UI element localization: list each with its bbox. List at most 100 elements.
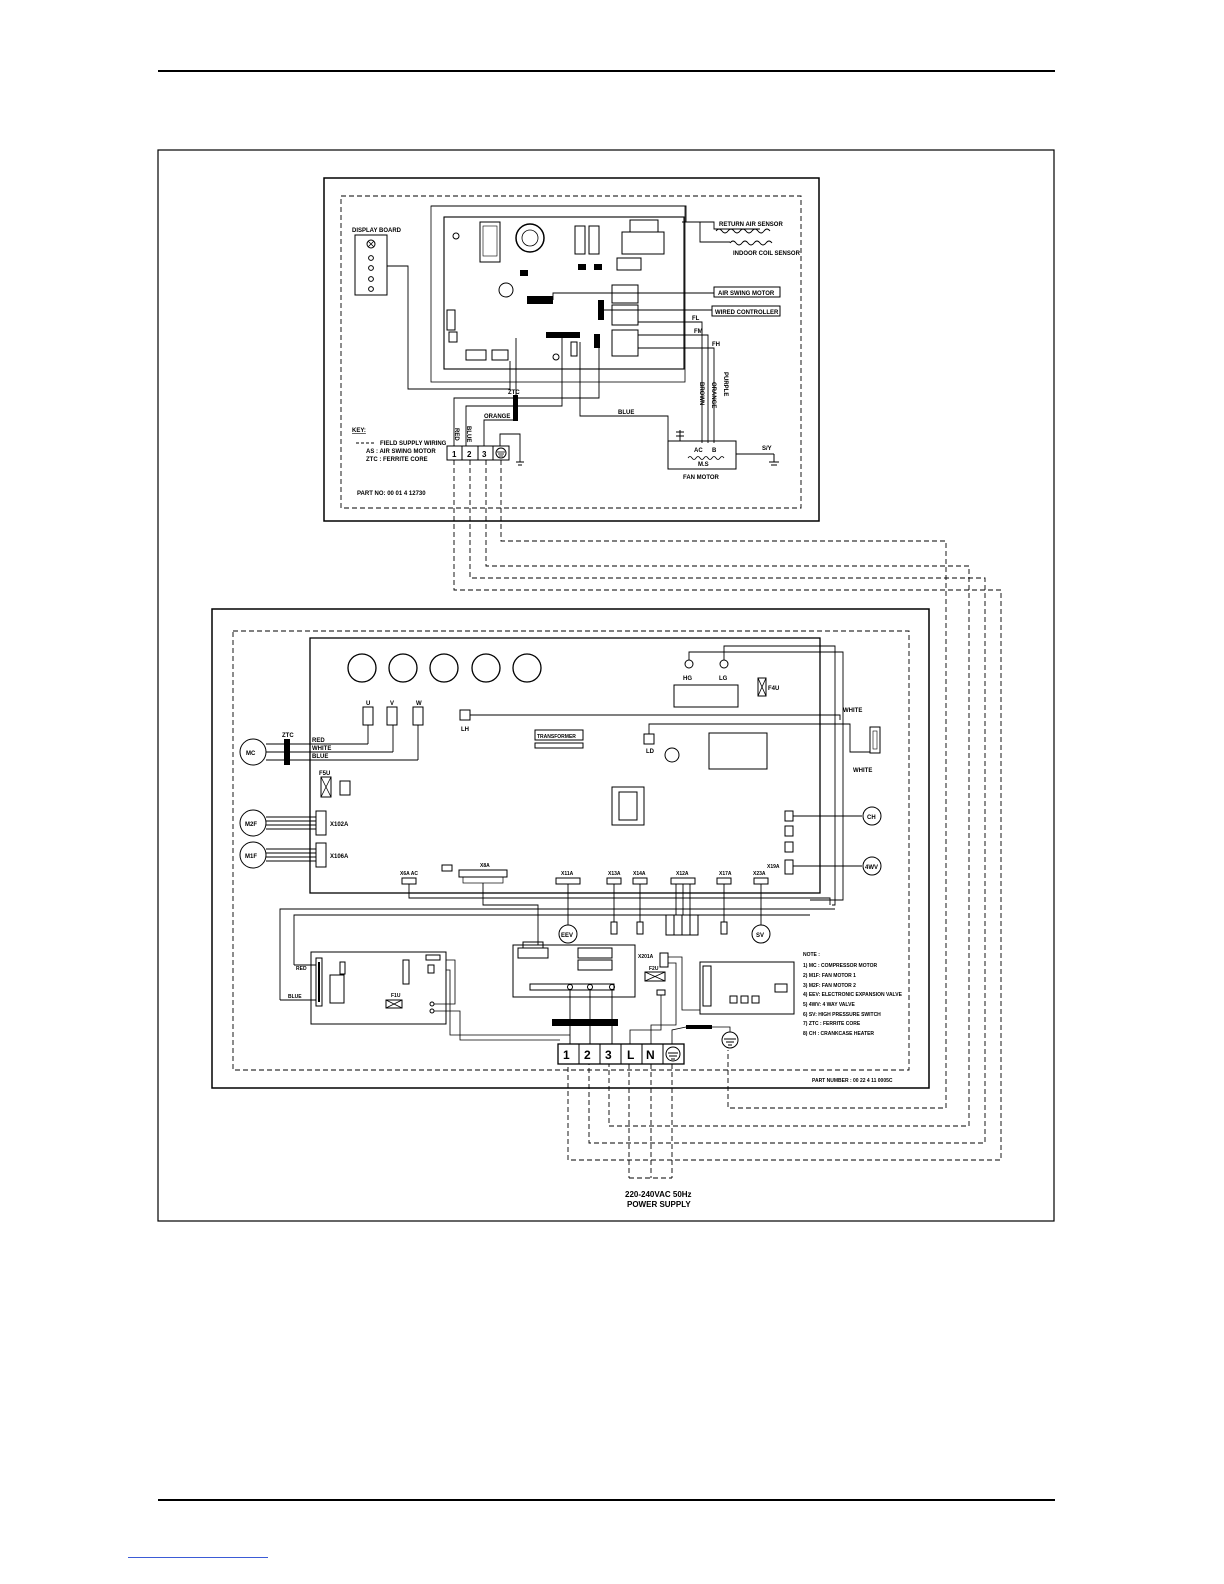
return-air-sensor-coil — [715, 228, 771, 234]
note-8: 8) CH : CRANKCASE HEATER — [803, 1031, 874, 1037]
ch-label: CH — [867, 815, 876, 821]
u-label: U — [366, 701, 370, 707]
w-label: W — [416, 701, 422, 707]
filter-board — [310, 951, 447, 1025]
fan-fl-label: FL — [692, 316, 700, 322]
key-air-swing: AS : AIR SWING MOTOR — [366, 449, 436, 455]
note-5: 5) 4WV: 4 WAY VALVE — [803, 1002, 855, 1008]
wire-red-mc-label: RED — [312, 738, 325, 744]
f5u-label: F5U — [319, 771, 330, 777]
x13a-label: X13A — [608, 871, 621, 877]
inverter-board — [309, 637, 821, 894]
outdoor-ground-icon — [721, 1031, 739, 1049]
x14a-label: X14A — [633, 871, 646, 877]
wire-purple-label: PURPLE — [722, 372, 728, 396]
bulk-capacitor-3 — [429, 653, 459, 683]
outdoor-part-no: PART NUMBER : 00 22 4 11 0005C — [812, 1078, 893, 1084]
v-label: V — [390, 701, 394, 707]
fan-b-label: B — [712, 448, 717, 454]
outdoor-terminal-n: N — [646, 1048, 655, 1062]
bulk-capacitor-1 — [347, 653, 377, 683]
indoor-ground-icon — [495, 447, 507, 459]
fan-motor-label: FAN MOTOR — [683, 475, 720, 481]
wire-white-mc-label: WHITE — [312, 746, 331, 752]
ld-label: LD — [646, 749, 655, 755]
lg-connector — [719, 659, 729, 669]
display-board — [354, 234, 388, 296]
transformer-label: TRANSFORMER — [537, 734, 576, 740]
fan-ms-label: M.S — [698, 462, 709, 468]
indoor-coil-sensor-coil — [729, 240, 773, 246]
x14a-connector — [632, 877, 648, 885]
note-1: 1) MC : COMPRESSOR MOTOR — [803, 963, 877, 969]
fan-fh-label: FH — [712, 342, 720, 348]
footer-link-underline — [128, 1557, 268, 1558]
outdoor-ferrite-core — [284, 739, 290, 765]
outdoor-terminal-3: 3 — [605, 1048, 612, 1062]
v-terminal — [386, 706, 398, 726]
key-field-supply: FIELD SUPPLY WIRING — [380, 441, 447, 447]
diagram-frame — [157, 149, 1055, 1222]
x12a-label: X12A — [676, 871, 689, 877]
wire-blue-1-label: BLUE — [618, 410, 634, 416]
display-board-label: DISPLAY BOARD — [352, 228, 402, 234]
hg-label: HG — [683, 676, 692, 682]
indoor-part-no: PART NO: 00 01 4 12730 — [357, 491, 426, 497]
x19a-connector — [784, 859, 794, 875]
eev-coil — [558, 924, 578, 944]
fan-motor-box — [667, 440, 737, 470]
f1u-label: F1U — [391, 993, 401, 999]
eev-label: EEV — [561, 933, 573, 939]
f1u-fuse — [385, 999, 403, 1009]
power-module-board — [512, 944, 636, 998]
indoor-terminal-1: 1 — [452, 450, 457, 459]
return-air-sensor-label: RETURN AIR SENSOR — [719, 222, 783, 228]
f5u-fuse — [320, 776, 332, 798]
outdoor-terminal-1: 1 — [563, 1048, 570, 1062]
bulk-capacitor-2 — [388, 653, 418, 683]
key-title: KEY: — [352, 428, 366, 434]
mc-label: MC — [246, 751, 256, 757]
wire-blue-filter-label: BLUE — [288, 994, 302, 1000]
fan-motor-2 — [239, 809, 267, 837]
indoor-coil-sensor-label: INDOOR COIL SENSOR — [733, 251, 801, 257]
x12a-connector — [670, 877, 696, 885]
note-3: 3) M2F: FAN MOTOR 2 — [803, 983, 856, 989]
note-7: 7) ZTC : FERRITE CORE — [803, 1021, 861, 1027]
indoor-ferrite-core — [513, 395, 518, 421]
key-ferrite-core: ZTC : FERRITE CORE — [366, 457, 428, 463]
wire-orange-1-label: ORANGE — [484, 414, 510, 420]
indoor-unit: DISPLAY BOARD RETURN AIR SENSOR INDOOR C… — [323, 177, 820, 522]
indoor-ztc-label: ZTC — [508, 390, 520, 396]
note-6: 6) SV: HIGH PRESSURE SWITCH — [803, 1012, 881, 1018]
power-supply-line-1: 220-240VAC 50Hz — [625, 1190, 692, 1199]
w-terminal — [412, 706, 424, 726]
wire-blue-2-label: BLUE — [465, 426, 471, 442]
wire-blue-mc-label: BLUE — [312, 754, 328, 760]
outdoor-terminal-2: 2 — [584, 1048, 591, 1062]
footer-rule — [158, 1499, 1055, 1501]
note-2: 2) M1F: FAN MOTOR 1 — [803, 973, 856, 979]
outdoor-display-module — [699, 961, 795, 1015]
x17a-label: X17A — [719, 871, 732, 877]
indoor-fuse-box — [621, 231, 665, 255]
display-led-1 — [368, 255, 374, 261]
display-led-3 — [368, 276, 374, 282]
hg-connector — [684, 659, 694, 669]
indoor-relay-area — [479, 221, 501, 263]
x23a-label: X23A — [753, 871, 766, 877]
wired-controller-box — [711, 305, 781, 317]
indoor-mount-hole-2 — [552, 353, 560, 361]
x17a-connector — [716, 877, 732, 885]
wire-red-label: RED — [453, 428, 459, 441]
outdoor-terminal-ground-icon — [665, 1046, 681, 1062]
outdoor-unit-dashed-boundary — [232, 630, 910, 1071]
x11a-label: X11A — [561, 871, 574, 877]
outdoor-terminal-l: L — [627, 1048, 634, 1062]
bulk-capacitor-5 — [512, 653, 542, 683]
f2u-label: F2U — [649, 966, 659, 972]
bulk-capacitor-4 — [471, 653, 501, 683]
white-label-top: WHITE — [843, 708, 862, 714]
f4u-label: F4U — [768, 686, 779, 692]
